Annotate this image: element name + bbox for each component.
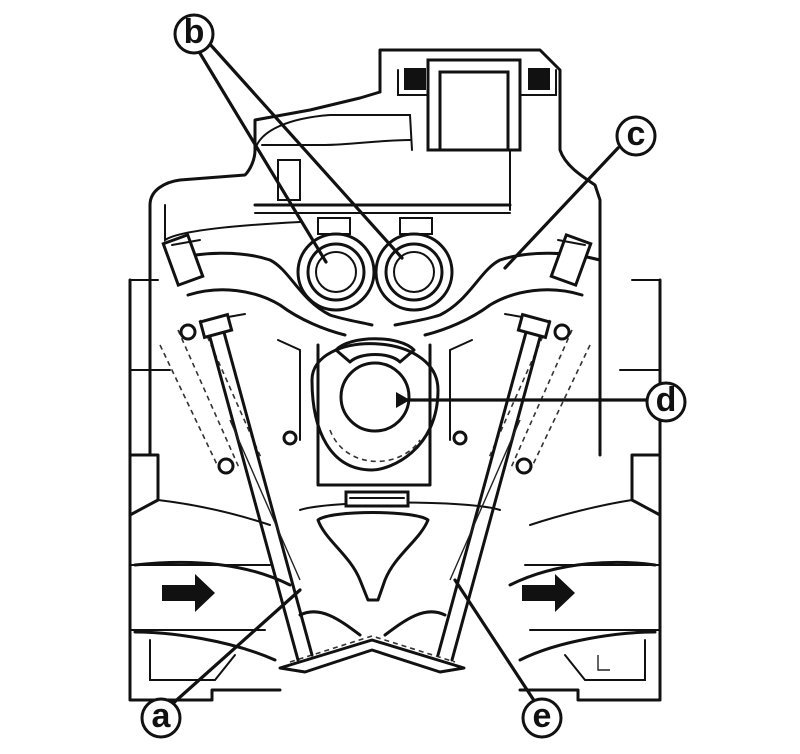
combustion-chamber — [278, 511, 466, 674]
exhaust-arrow-icon — [522, 574, 575, 612]
callout-e: e — [521, 697, 563, 739]
callout-a: a — [140, 697, 182, 739]
camshaft — [310, 337, 440, 508]
rocker-shafts — [296, 217, 454, 312]
intake-arrow-icon — [162, 574, 215, 612]
svg-text:d: d — [656, 381, 677, 419]
callout-d: d — [645, 381, 687, 423]
cam-cover — [128, 48, 662, 457]
valve-springs — [159, 319, 591, 476]
flow-arrows — [162, 574, 575, 612]
valve-stems — [198, 312, 552, 662]
callout-b: b — [173, 13, 215, 55]
rocker-arms — [161, 232, 602, 337]
svg-text:a: a — [152, 697, 172, 735]
svg-text:e: e — [533, 697, 552, 735]
oil-filler-cap — [397, 58, 557, 152]
svg-text:b: b — [184, 13, 205, 51]
callout-c: c — [615, 115, 657, 157]
svg-text:c: c — [627, 115, 646, 153]
callout-leaders — [168, 38, 650, 708]
